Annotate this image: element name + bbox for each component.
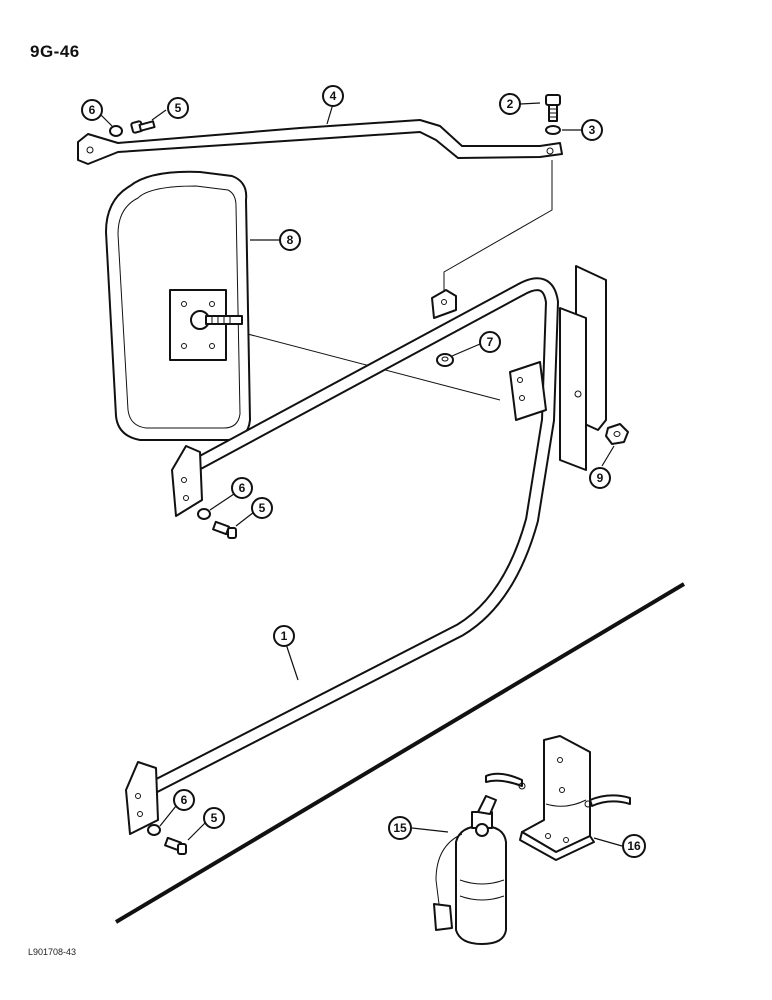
leader-16 bbox=[593, 837, 623, 847]
svg-text:5: 5 bbox=[211, 811, 218, 825]
top-washer bbox=[545, 125, 561, 135]
leader-7 bbox=[451, 343, 481, 357]
callout-16: 16 bbox=[622, 834, 646, 858]
svg-text:6: 6 bbox=[89, 103, 96, 117]
fire-extinguisher bbox=[433, 795, 507, 945]
floor-line bbox=[114, 582, 686, 924]
callout-5-top: 5 bbox=[167, 97, 189, 119]
bolt-mid bbox=[212, 520, 237, 539]
bolt-upper-left bbox=[130, 120, 156, 134]
leader-9 bbox=[601, 445, 615, 467]
svg-text:6: 6 bbox=[239, 481, 246, 495]
leader-5-top bbox=[151, 109, 167, 121]
svg-text:5: 5 bbox=[259, 501, 266, 515]
leader-5-low bbox=[187, 821, 207, 841]
svg-text:4: 4 bbox=[330, 89, 337, 103]
upper-foot-bracket bbox=[171, 445, 203, 517]
leader-2 bbox=[519, 102, 541, 105]
callout-15: 15 bbox=[388, 816, 412, 840]
leader-5-mid bbox=[235, 511, 255, 527]
alignment-line bbox=[443, 160, 553, 298]
svg-text:8: 8 bbox=[287, 233, 294, 247]
leader-15 bbox=[411, 827, 449, 833]
svg-text:5: 5 bbox=[175, 101, 182, 115]
right-bracket bbox=[509, 265, 607, 471]
svg-text:7: 7 bbox=[487, 335, 494, 349]
washer-upper-left bbox=[109, 125, 123, 137]
center-nut bbox=[436, 353, 454, 367]
washer-low bbox=[147, 824, 161, 836]
callout-6-low: 6 bbox=[173, 789, 195, 811]
page-code: 9G-46 bbox=[30, 42, 80, 61]
svg-text:6: 6 bbox=[181, 793, 188, 807]
callout-6-top: 6 bbox=[81, 99, 103, 121]
callout-1: 1 bbox=[273, 625, 295, 647]
callout-5-mid: 5 bbox=[251, 497, 273, 519]
leader-6-top bbox=[99, 113, 113, 127]
lower-foot-bracket bbox=[125, 761, 159, 835]
callout-7: 7 bbox=[479, 331, 501, 353]
top-bolt bbox=[545, 94, 561, 122]
leader-4 bbox=[326, 103, 334, 125]
washer-mid bbox=[197, 508, 211, 520]
svg-text:15: 15 bbox=[393, 821, 407, 835]
bolt-low bbox=[164, 836, 187, 855]
callout-9: 9 bbox=[589, 467, 611, 489]
leader-6-mid bbox=[209, 493, 235, 511]
svg-text:9: 9 bbox=[597, 471, 604, 485]
svg-text:3: 3 bbox=[589, 123, 596, 137]
svg-text:2: 2 bbox=[507, 97, 514, 111]
callout-3: 3 bbox=[581, 119, 603, 141]
leader-1 bbox=[285, 643, 299, 681]
svg-text:1: 1 bbox=[281, 629, 288, 643]
callout-4: 4 bbox=[322, 85, 344, 107]
callout-8: 8 bbox=[279, 229, 301, 251]
figure-reference: L901708-43 bbox=[28, 947, 77, 957]
tube-frame bbox=[141, 277, 559, 797]
callout-6-mid: 6 bbox=[231, 477, 253, 499]
callout-2: 2 bbox=[499, 93, 521, 115]
svg-text:16: 16 bbox=[627, 839, 641, 853]
right-nut bbox=[605, 423, 629, 445]
extinguisher-bracket bbox=[485, 735, 631, 861]
leader-6-low bbox=[159, 805, 177, 827]
upper-brace bbox=[77, 119, 563, 165]
callout-5-low: 5 bbox=[203, 807, 225, 829]
mirror bbox=[105, 170, 251, 441]
